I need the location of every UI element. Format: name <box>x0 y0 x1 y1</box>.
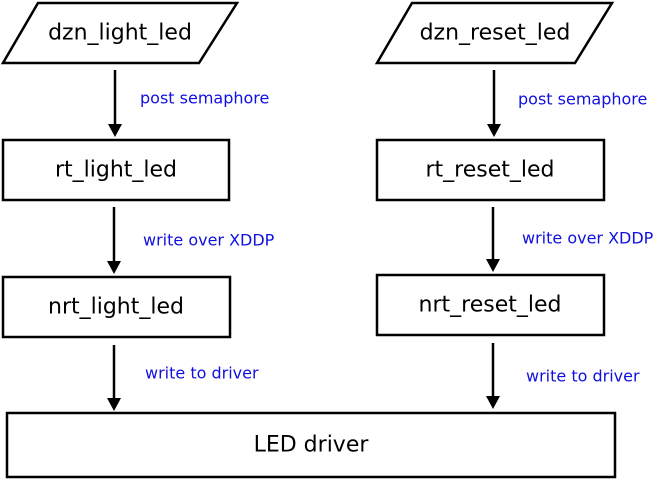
arrow-head <box>486 259 500 272</box>
node-dzn-light-led-shape <box>0 1 240 65</box>
arrow-head <box>486 396 500 409</box>
edge-nrt-light-to-driver: write to driver <box>107 345 259 411</box>
node-rt-reset-led: rt_reset_led <box>375 138 606 202</box>
node-led-driver-label: LED driver <box>254 433 370 458</box>
node-rt-reset-led-shape <box>375 138 606 202</box>
node-dzn-reset-led: dzn_reset_led <box>374 1 615 65</box>
node-nrt-light-led-shape <box>1 275 232 339</box>
node-rt-light-led-shape <box>1 138 231 202</box>
node-nrt-reset-led-label: nrt_reset_led <box>419 293 562 318</box>
edge-dzn-reset-to-rt-reset: post semaphore <box>487 70 647 137</box>
node-dzn-reset-led-shape <box>374 1 615 65</box>
arrow-head <box>107 261 121 274</box>
edge-label-post-semaphore-right: post semaphore <box>518 90 647 109</box>
node-nrt-light-led-label: nrt_light_led <box>48 295 184 320</box>
edge-nrt-reset-to-driver: write to driver <box>486 343 640 409</box>
arrow-head <box>487 124 501 137</box>
node-nrt-reset-led-shape <box>375 273 606 337</box>
edge-dzn-light-to-rt-light: post semaphore <box>108 70 269 137</box>
arrow-head <box>108 124 122 137</box>
edge-rt-reset-to-nrt-reset: write over XDDP <box>486 207 654 272</box>
node-rt-light-led-label: rt_light_led <box>55 158 177 183</box>
edge-label-write-over-xddp-left: write over XDDP <box>143 231 275 250</box>
edge-rt-light-to-nrt-light: write over XDDP <box>107 207 275 274</box>
node-rt-light-led: rt_light_led <box>1 138 231 202</box>
node-led-driver-shape <box>5 411 617 479</box>
node-dzn-light-led-label: dzn_light_led <box>48 21 192 46</box>
edge-label-write-to-driver-left: write to driver <box>145 364 259 383</box>
node-rt-reset-led-label: rt_reset_led <box>425 158 554 183</box>
node-nrt-reset-led: nrt_reset_led <box>375 273 606 337</box>
edge-label-post-semaphore-left: post semaphore <box>140 89 269 108</box>
edge-label-write-to-driver-right: write to driver <box>526 367 640 386</box>
node-dzn-reset-led-label: dzn_reset_led <box>420 21 571 46</box>
node-dzn-light-led: dzn_light_led <box>0 1 240 65</box>
node-led-driver: LED driver <box>5 411 617 479</box>
arrow-head <box>107 398 121 411</box>
node-nrt-light-led: nrt_light_led <box>1 275 232 339</box>
edge-label-write-over-xddp-right: write over XDDP <box>522 229 654 248</box>
